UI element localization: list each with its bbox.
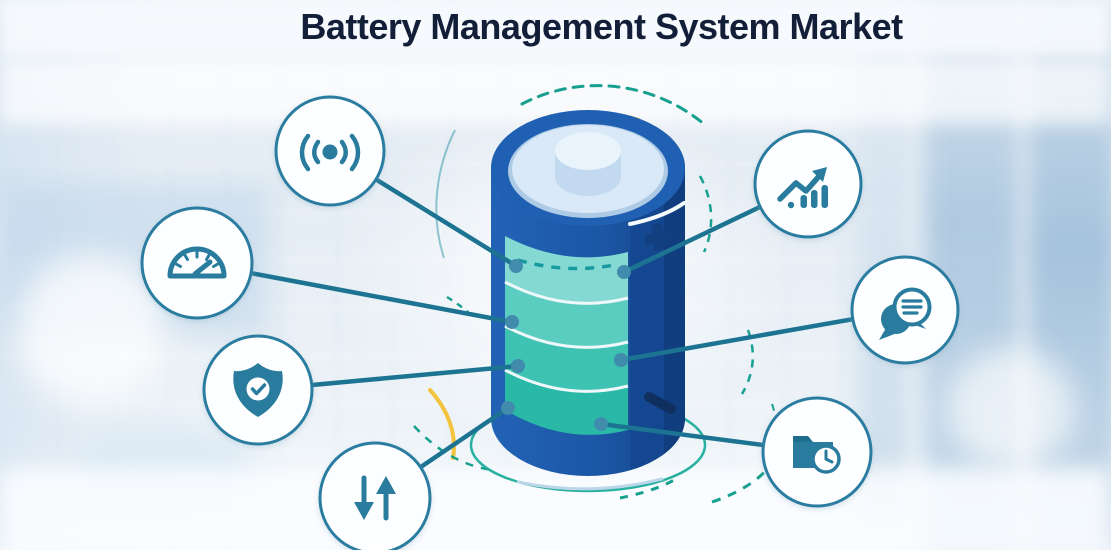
charge-dashed-line (517, 258, 615, 271)
charge-band-separators (504, 280, 629, 393)
decor-arc-left (435, 129, 456, 259)
node-circle-gauge (140, 206, 254, 320)
decor-dashed-arc-bottom-left (413, 425, 493, 472)
battery-dash-mark (644, 392, 676, 414)
connector-dot (614, 353, 628, 367)
decor-dashes-bottom (619, 478, 675, 500)
decor-dashed-arc-bottom-right (711, 465, 772, 504)
up-down-arrows-icon (354, 475, 396, 521)
page-title: Battery Management System Market (300, 6, 903, 47)
battery-plus-symbol (644, 222, 672, 252)
charge-band-2 (505, 282, 628, 348)
battery-terminal-top (555, 132, 621, 170)
charge-band-1 (505, 236, 628, 304)
connector-dot (501, 401, 515, 415)
chat-bubbles-icon (879, 287, 932, 340)
connector-dot (511, 359, 525, 373)
connector-dot (509, 259, 523, 273)
connector-dot (505, 315, 519, 329)
growth-chart-icon (777, 167, 828, 209)
decor-yellow-arc-bottom (428, 388, 456, 460)
decor-dashed-arc-top (520, 84, 706, 126)
charge-band-3 (505, 326, 628, 392)
icon-nodes (140, 95, 960, 550)
battery-charge-window (504, 236, 629, 435)
connector-dot (617, 265, 631, 279)
base-ring-light (516, 477, 664, 491)
folder-clock-icon (793, 436, 841, 474)
battery-highlight-line (628, 201, 686, 226)
speedometer-gauge-icon (167, 246, 227, 279)
battery-illustration (491, 110, 686, 476)
shield-check-icon (233, 363, 283, 417)
connector-dot (594, 417, 608, 431)
decor-dashed-arc-right (698, 175, 713, 253)
broadcast-signal-icon (299, 133, 361, 172)
connector-dots (501, 259, 631, 431)
node-circle-arrows (318, 441, 432, 550)
battery-shade-edge (664, 110, 685, 476)
decor-dashes-left (446, 295, 469, 313)
node-circle-chart (753, 129, 863, 239)
